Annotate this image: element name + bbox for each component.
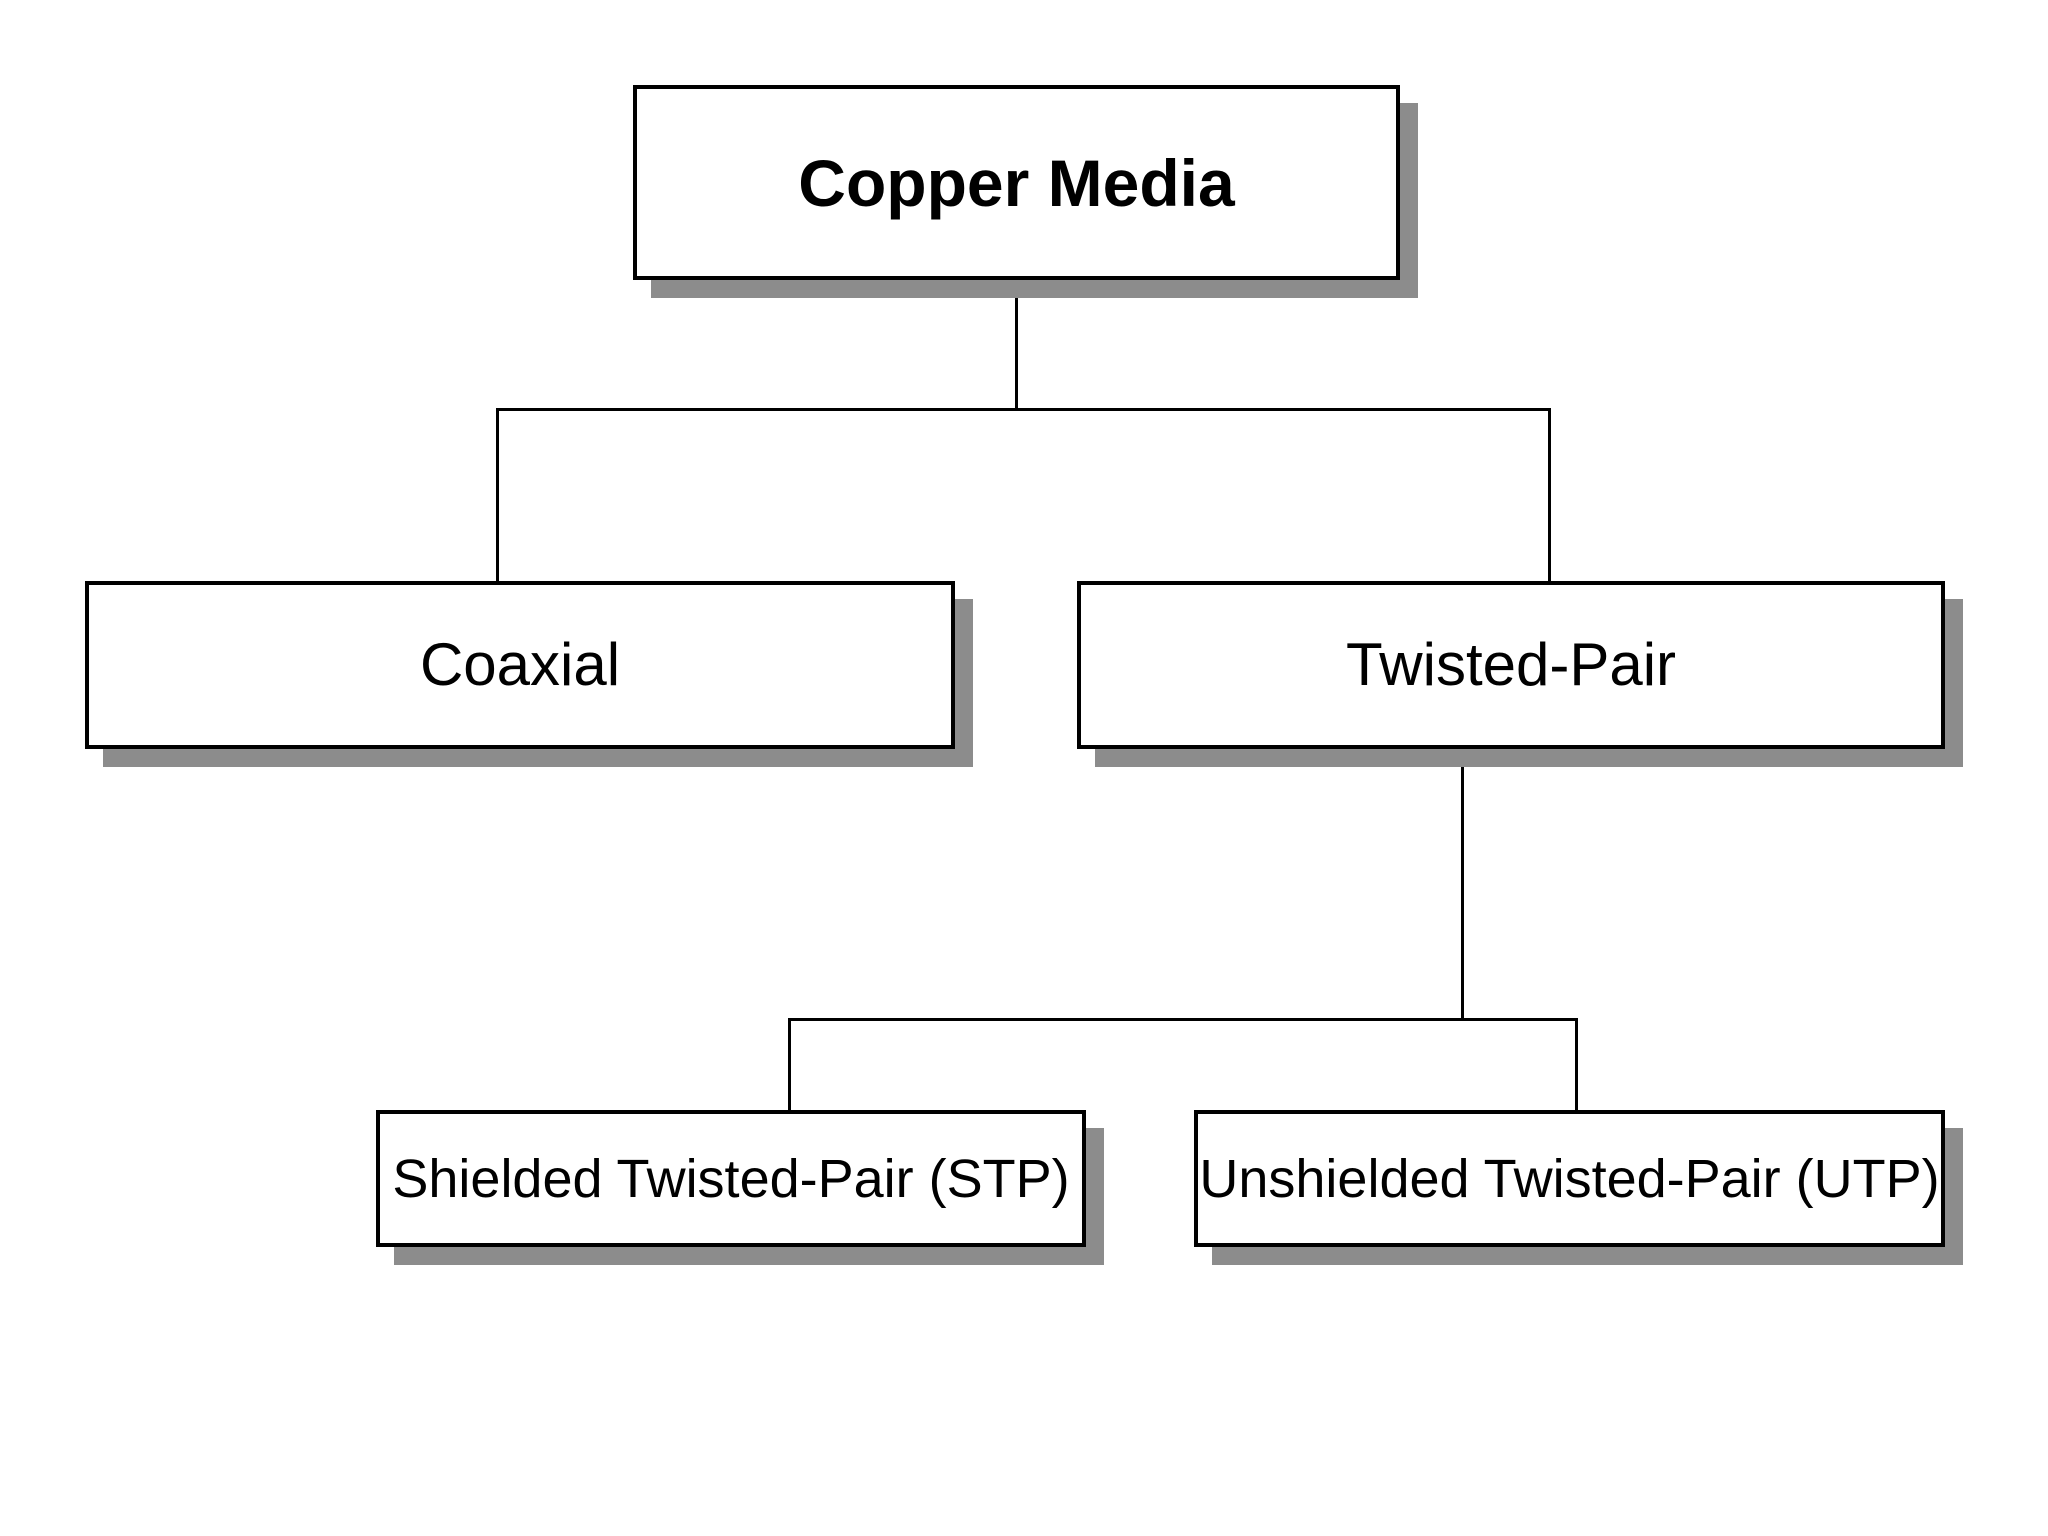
node-coaxial: Coaxial: [85, 581, 955, 749]
node-unshielded-twisted-pair: Unshielded Twisted-Pair (UTP): [1194, 1110, 1945, 1247]
connector-copper-media-stem: [1015, 280, 1018, 411]
node-copper-media: Copper Media: [633, 85, 1400, 280]
node-unshielded-twisted-pair-label: Unshielded Twisted-Pair (UTP): [1199, 1148, 1940, 1209]
node-coaxial-label: Coaxial: [419, 631, 621, 698]
connector-level1-horizontal: [496, 408, 1551, 411]
connector-drop-to-coaxial: [496, 408, 499, 581]
node-shielded-twisted-pair-label: Shielded Twisted-Pair (STP): [392, 1148, 1070, 1209]
node-copper-media-label: Copper Media: [798, 145, 1235, 220]
connector-level2-horizontal: [788, 1018, 1578, 1021]
connector-drop-to-twisted-pair: [1548, 408, 1551, 581]
node-shielded-twisted-pair: Shielded Twisted-Pair (STP): [376, 1110, 1086, 1247]
node-twisted-pair-label: Twisted-Pair: [1345, 631, 1677, 698]
node-twisted-pair: Twisted-Pair: [1077, 581, 1945, 749]
connector-drop-to-stp: [788, 1018, 791, 1110]
connector-twisted-pair-stem: [1461, 749, 1464, 1021]
connector-drop-to-utp: [1575, 1018, 1578, 1110]
